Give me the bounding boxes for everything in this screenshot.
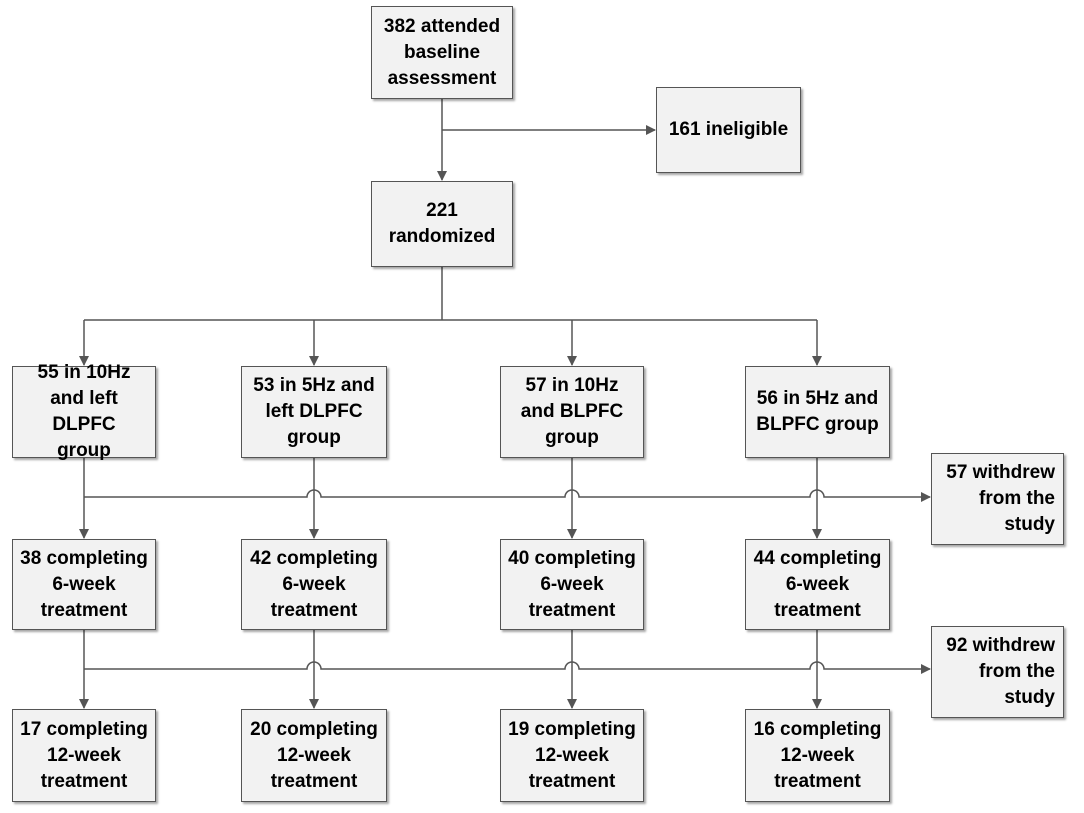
box-group-10hz-blpfc: 57 in 10Hz and BLPFC group	[500, 366, 644, 458]
box-randomized: 221 randomized	[371, 181, 513, 267]
box-attended-baseline: 382 attended baseline assessment	[371, 6, 513, 99]
box-completing-12wk-2: 20 completing 12-week treatment	[241, 709, 387, 802]
box-completing-6wk-2: 42 completing 6-week treatment	[241, 539, 387, 630]
box-completing-12wk-4: 16 completing 12-week treatment	[745, 709, 890, 802]
box-ineligible: 161 ineligible	[656, 87, 801, 173]
box-withdrew-57: 57 withdrew from the study	[931, 453, 1064, 545]
arrow-to-withdrew-1	[84, 489, 931, 502]
box-completing-6wk-4: 44 completing 6-week treatment	[745, 539, 890, 630]
box-group-10hz-left-dlpfc: 55 in 10Hz and left DLPFC group	[12, 362, 156, 461]
arrow-to-withdrew-2	[84, 661, 931, 674]
box-group-5hz-blpfc: 56 in 5Hz and BLPFC group	[745, 366, 890, 458]
box-group-5hz-left-dlpfc: 53 in 5Hz and left DLPFC group	[241, 366, 387, 458]
box-withdrew-92: 92 withdrew from the study	[931, 626, 1064, 718]
box-completing-12wk-1: 17 completing 12-week treatment	[12, 709, 156, 802]
box-completing-6wk-3: 40 completing 6-week treatment	[500, 539, 644, 630]
box-completing-6wk-1: 38 completing 6-week treatment	[12, 539, 156, 630]
box-completing-12wk-3: 19 completing 12-week treatment	[500, 709, 644, 802]
